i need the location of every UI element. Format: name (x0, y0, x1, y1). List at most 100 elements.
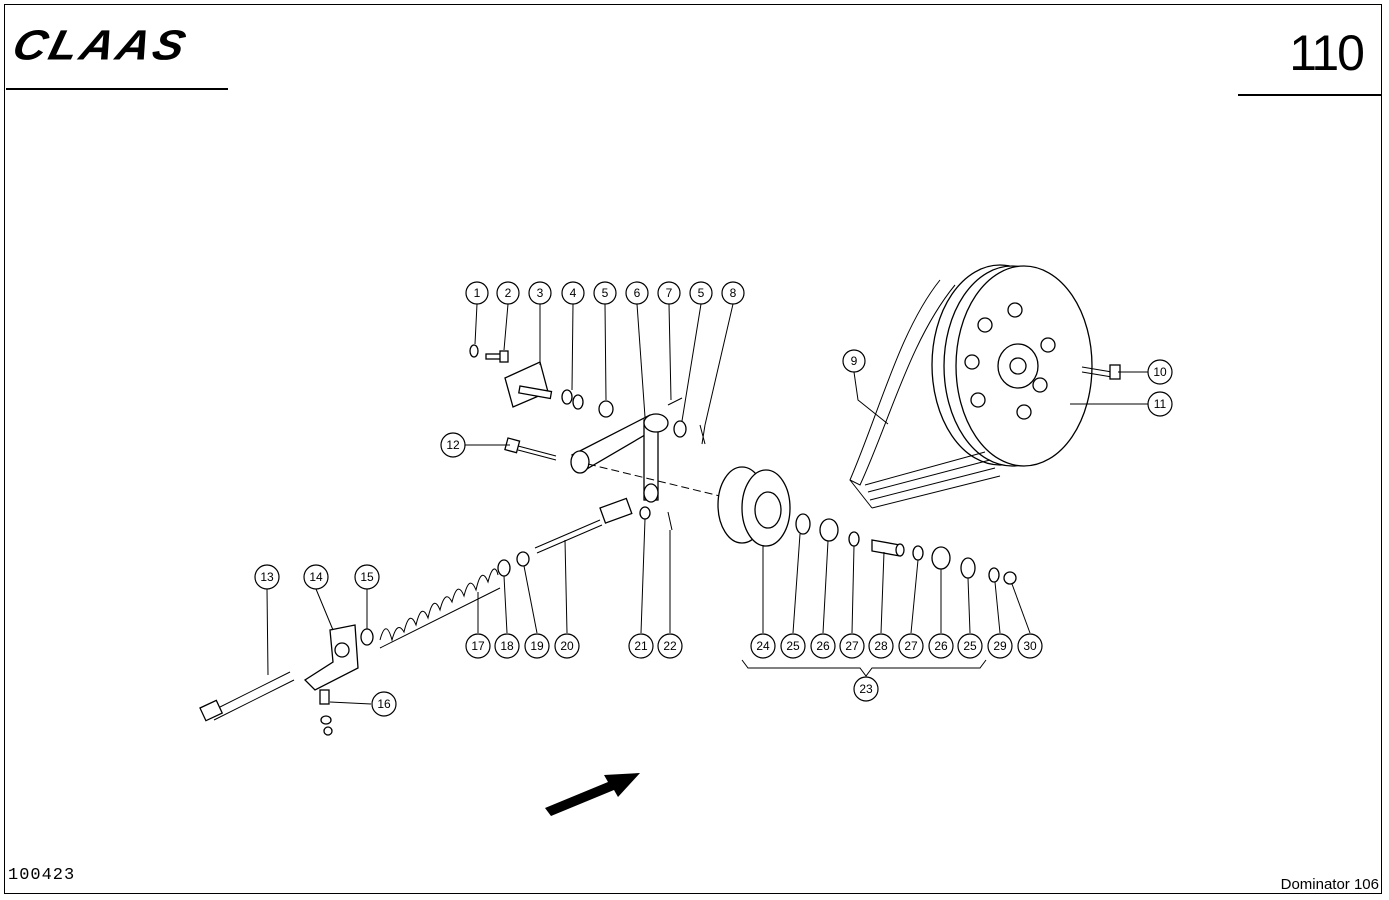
part-12-bolt (504, 437, 557, 461)
part-6-tension-arm (570, 413, 669, 503)
svg-text:4: 4 (570, 286, 577, 300)
part-21-bolt (639, 506, 651, 520)
svg-text:10: 10 (1153, 365, 1167, 379)
callout-5b: 5 (689, 281, 713, 305)
part-18-washer (497, 559, 511, 577)
part-11-main-pulley (931, 264, 1093, 467)
part-5-bushing-a (598, 400, 614, 418)
svg-text:18: 18 (500, 639, 514, 653)
callout-24: 24 (750, 633, 776, 659)
svg-text:1: 1 (474, 286, 481, 300)
callout-4: 4 (561, 281, 585, 305)
part-16-bolt-set (319, 689, 333, 736)
callout-12: 12 (440, 432, 466, 458)
part-25-circlip-a (795, 513, 811, 535)
part-8-pin (699, 424, 706, 445)
part-5-bushing-b (673, 420, 687, 438)
svg-text:2: 2 (505, 286, 512, 300)
part-17-spring (379, 568, 501, 649)
svg-text:24: 24 (756, 639, 770, 653)
callout-22: 22 (657, 633, 683, 659)
svg-text:16: 16 (377, 697, 391, 711)
callout-28: 28 (868, 633, 894, 659)
callout-3: 3 (528, 281, 552, 305)
callout-21: 21 (628, 633, 654, 659)
logo-rule (6, 88, 228, 90)
svg-text:27: 27 (845, 639, 859, 653)
callout-1: 1 (465, 281, 489, 305)
part-24-idler-pulley (717, 466, 791, 547)
part-30-nut (1003, 571, 1017, 585)
callout-16: 16 (371, 691, 397, 717)
part-26-bearing-b (931, 546, 951, 570)
part-3-bracket (504, 361, 553, 408)
document-id: 100423 (8, 866, 76, 885)
callout-29: 29 (987, 633, 1013, 659)
part-19-nut (516, 551, 530, 567)
direction-arrow (545, 773, 640, 816)
callout-30: 30 (1017, 633, 1043, 659)
part-28-sleeve (871, 539, 905, 557)
svg-text:6: 6 (634, 286, 641, 300)
callout-10: 10 (1147, 359, 1173, 385)
center-line (587, 463, 721, 497)
svg-text:8: 8 (730, 286, 737, 300)
svg-text:12: 12 (446, 438, 460, 452)
callout-25a: 25 (780, 633, 806, 659)
callout-20: 20 (554, 633, 580, 659)
svg-text:11: 11 (1154, 397, 1167, 411)
parts-drawing (199, 264, 1121, 816)
part-13-shaft (199, 671, 295, 722)
part-7-screw (667, 397, 683, 406)
part-20-rod (534, 497, 633, 554)
svg-text:21: 21 (634, 639, 648, 653)
callout-18: 18 (494, 633, 520, 659)
callout-13: 13 (254, 564, 280, 590)
page-frame (4, 4, 1382, 894)
svg-text:30: 30 (1023, 639, 1037, 653)
callout-11: 11 (1147, 391, 1173, 417)
callout-8: 8 (721, 281, 745, 305)
svg-text:13: 13 (260, 570, 274, 584)
svg-text:29: 29 (993, 639, 1007, 653)
part-9-v-belt (849, 279, 1001, 509)
part-22-pin (667, 511, 673, 531)
part-29-washer (988, 567, 1000, 583)
svg-text:28: 28 (874, 639, 888, 653)
svg-text:14: 14 (309, 570, 323, 584)
page-number-rule (1238, 94, 1382, 96)
callout-15: 15 (354, 564, 380, 590)
callout-26b: 26 (928, 633, 954, 659)
svg-text:9: 9 (851, 354, 858, 368)
callout-23: 23 (853, 676, 879, 702)
callout-26a: 26 (810, 633, 836, 659)
svg-text:17: 17 (471, 639, 485, 653)
callout-labels: 1 2 3 4 5 6 7 5 8 9 10 11 12 13 14 15 16… (254, 281, 1173, 717)
svg-text:25: 25 (786, 639, 800, 653)
callout-14: 14 (303, 564, 329, 590)
part-15-washer (360, 628, 374, 646)
part-27-ring-a (848, 531, 860, 547)
svg-text:25: 25 (963, 639, 977, 653)
leader-lines (266, 303, 1148, 705)
svg-text:5: 5 (698, 286, 705, 300)
callout-7: 7 (657, 281, 681, 305)
part-25-circlip-b (960, 557, 976, 579)
callout-19: 19 (524, 633, 550, 659)
model-name: Dominator 106 (1280, 876, 1379, 893)
svg-text:20: 20 (560, 639, 574, 653)
page-number: 110 (1289, 25, 1365, 81)
svg-text:26: 26 (934, 639, 948, 653)
svg-text:7: 7 (666, 286, 673, 300)
part-27-ring-b (912, 545, 924, 561)
svg-text:5: 5 (602, 286, 609, 300)
callout-25b: 25 (957, 633, 983, 659)
svg-text:19: 19 (530, 639, 544, 653)
callout-9: 9 (842, 349, 866, 373)
svg-text:23: 23 (859, 682, 873, 696)
part-14-bracket (303, 624, 359, 691)
callout-6: 6 (625, 281, 649, 305)
svg-text:27: 27 (904, 639, 918, 653)
part-26-bearing-a (819, 518, 839, 542)
